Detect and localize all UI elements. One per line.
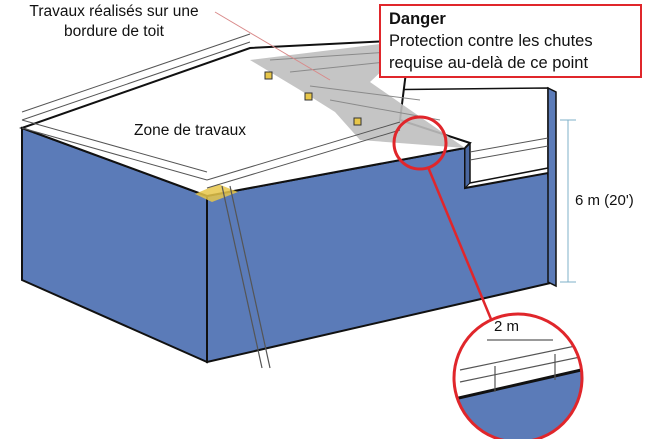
danger-line-1: Protection contre les chutes — [389, 32, 593, 50]
height-dimension — [560, 119, 576, 283]
danger-line-2: requise au-delà de ce point — [389, 54, 589, 72]
zoom-detail — [452, 312, 584, 439]
roof-edge-label-line1: Travaux réalisés sur une — [29, 3, 199, 20]
roof-edge-label-line2: bordure de toit — [64, 23, 164, 40]
danger-callout: Danger Protection contre les chutes requ… — [379, 4, 642, 78]
roof-edge-work-label: Travaux réalisés sur une bordure de toit — [4, 2, 224, 42]
warning-zone — [250, 44, 465, 148]
danger-title: Danger — [389, 10, 446, 28]
roof-guardrail — [21, 33, 549, 189]
danger-text: Protection contre les chutes requise au-… — [389, 30, 632, 74]
distance-label: 2 m — [494, 318, 520, 335]
danger-edge-circle — [392, 115, 448, 171]
rear-right-wall — [547, 86, 557, 288]
height-label: 6 m (20') — [575, 192, 634, 209]
zoom-leader-line — [426, 166, 500, 337]
work-zone-label: Zone de travaux — [134, 122, 247, 139]
ladder — [221, 185, 271, 369]
title-leader-line — [214, 11, 331, 81]
ladder-access-zone — [195, 184, 238, 202]
anchor-points — [264, 71, 362, 126]
